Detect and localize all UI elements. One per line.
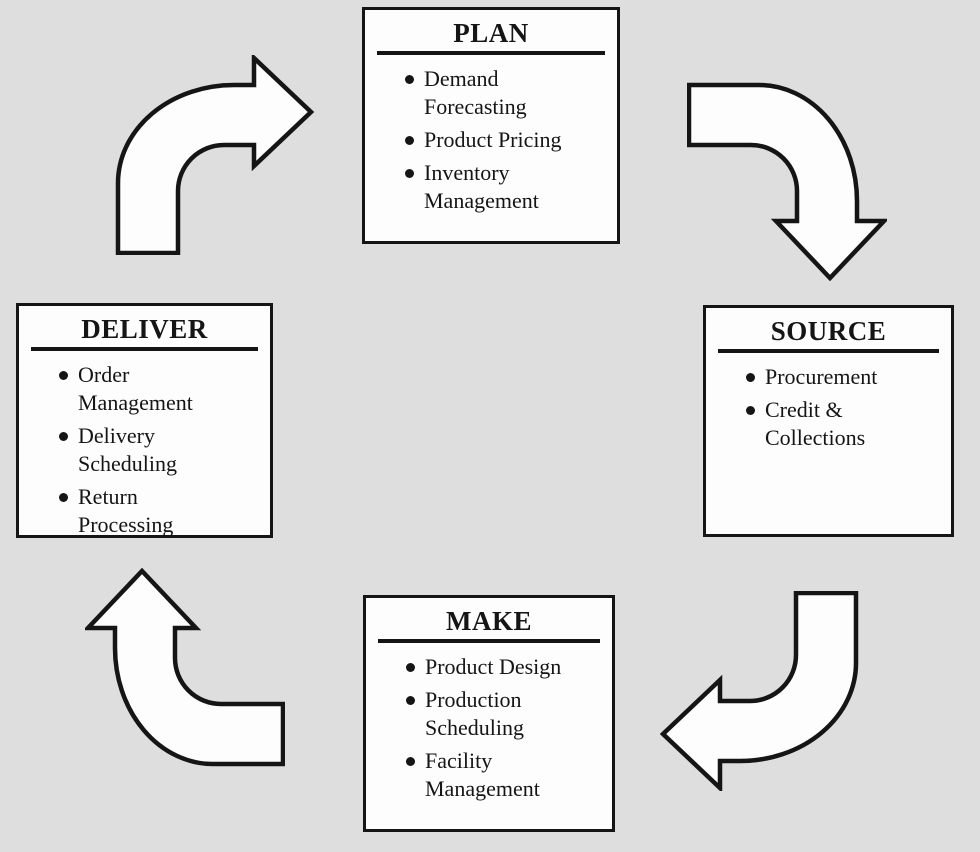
list-item: Product Pricing [405, 126, 611, 154]
list-item: Return Processing [59, 483, 264, 539]
bullet-label: Credit & Collections [765, 397, 866, 450]
bullet-label: Order Management [78, 362, 193, 415]
source-bullet-list: Procurement Credit & Collections [706, 363, 951, 452]
list-item: Demand Forecasting [405, 65, 611, 121]
bullet-icon [746, 406, 755, 415]
bullet-label: Return Processing [78, 484, 174, 537]
plan-box: PLAN Demand Forecasting Product Pricing … [362, 7, 620, 244]
bullet-label: Product Design [425, 654, 562, 679]
list-item: Credit & Collections [746, 396, 945, 452]
bullet-label: Production Scheduling [425, 687, 524, 740]
bullet-icon [59, 371, 68, 380]
bullet-icon [405, 75, 414, 84]
bullet-icon [406, 757, 415, 766]
bullet-icon [406, 663, 415, 672]
bullet-label: Procurement [765, 364, 878, 389]
bullet-label: Facility Management [425, 748, 540, 801]
bullet-label: Demand Forecasting [424, 66, 527, 119]
title-underline [377, 51, 605, 55]
deliver-title: DELIVER [81, 314, 208, 344]
deliver-bullet-list: Order Management Delivery Scheduling Ret… [19, 361, 270, 539]
title-underline [31, 347, 258, 351]
deliver-box: DELIVER Order Management Delivery Schedu… [16, 303, 273, 538]
bent-arrow-make-to-deliver [85, 568, 285, 768]
bent-arrow-deliver-to-plan [114, 55, 314, 255]
source-title: SOURCE [770, 316, 887, 346]
make-box: MAKE Product Design Production Schedulin… [363, 595, 615, 832]
list-item: Procurement [746, 363, 945, 391]
bullet-label: Delivery Scheduling [78, 423, 177, 476]
list-item: Delivery Scheduling [59, 422, 264, 478]
plan-title: PLAN [453, 18, 529, 48]
bullet-icon [405, 169, 414, 178]
bullet-label: Inventory Management [424, 160, 539, 213]
plan-bullet-list: Demand Forecasting Product Pricing Inven… [365, 65, 617, 215]
title-underline [378, 639, 600, 643]
source-box: SOURCE Procurement Credit & Collections [703, 305, 954, 537]
bent-arrow-plan-to-source [687, 81, 887, 281]
bent-arrow-source-to-make [660, 591, 860, 791]
title-underline [718, 349, 939, 353]
list-item: Production Scheduling [406, 686, 606, 742]
bullet-icon [406, 696, 415, 705]
bullet-icon [746, 373, 755, 382]
bullet-label: Product Pricing [424, 127, 562, 152]
list-item: Facility Management [406, 747, 606, 803]
make-title: MAKE [446, 606, 532, 636]
bullet-icon [59, 432, 68, 441]
make-bullet-list: Product Design Production Scheduling Fac… [366, 653, 612, 803]
list-item: Order Management [59, 361, 264, 417]
bullet-icon [59, 493, 68, 502]
bullet-icon [405, 136, 414, 145]
list-item: Product Design [406, 653, 606, 681]
list-item: Inventory Management [405, 159, 611, 215]
